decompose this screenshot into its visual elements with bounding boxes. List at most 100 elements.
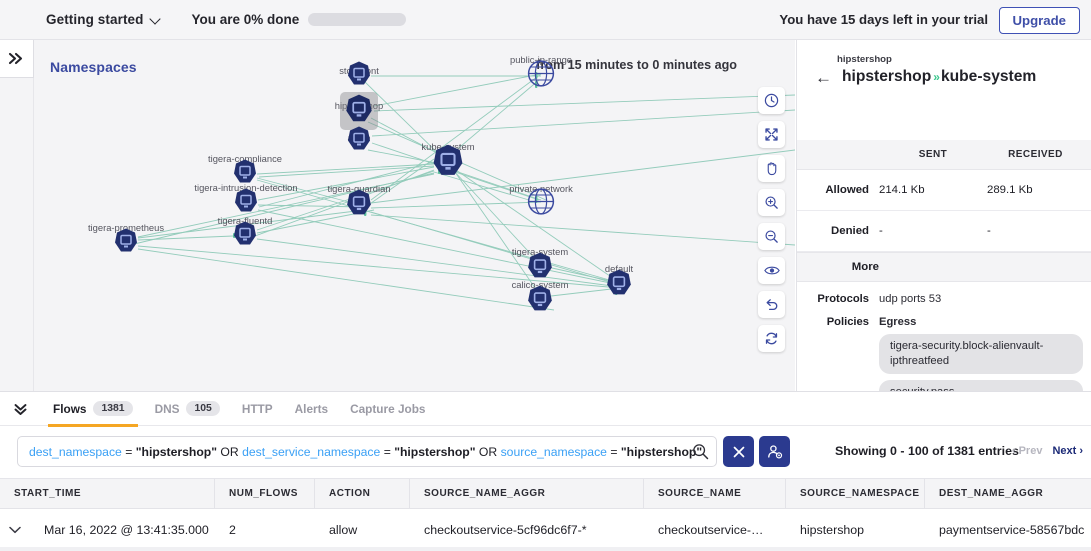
table-header-row: START_TIME NUM_FLOWS ACTION SOURCE_NAME_… [0, 478, 1091, 509]
clear-filter-button[interactable] [723, 436, 754, 467]
prev-page-button[interactable]: ‹ Prev [1011, 445, 1043, 457]
column-header-start-time[interactable]: START_TIME [0, 479, 215, 508]
cell-action: allow [329, 522, 358, 537]
policy-chip-list: tigera-security.block-alienvault-ipthrea… [879, 328, 1091, 391]
column-header-source-name-aggr[interactable]: SOURCE_NAME_AGGR [410, 479, 644, 508]
column-header-source-name[interactable]: SOURCE_NAME [644, 479, 786, 508]
graph-node-tigera-prometheus[interactable] [114, 228, 138, 259]
upgrade-button[interactable]: Upgrade [998, 7, 1080, 34]
bottom-tabs: Flows 1381 DNS 105 HTTP Alerts Capture J… [0, 392, 1091, 427]
detail-subtitle: hipstershop [837, 54, 892, 65]
flow-direction-icon: » [933, 70, 940, 84]
more-section-header[interactable]: More [797, 252, 1091, 282]
query-token: = [380, 444, 395, 459]
graph-node-storefront[interactable] [347, 61, 371, 92]
tab-dns-badge: 105 [186, 401, 220, 416]
clock-icon[interactable] [758, 87, 785, 114]
detail-source: hipstershop [842, 68, 932, 85]
cell-dest-name-aggr: paymentservice-58567bdc [939, 522, 1085, 537]
tab-http[interactable]: HTTP [231, 392, 284, 426]
chevron-down-icon [151, 14, 162, 25]
column-header-dest-name-aggr[interactable]: DEST_NAME_AGGR [939, 488, 1044, 499]
more-label: More [851, 261, 879, 273]
policies-direction: Egress [879, 316, 917, 328]
zoom-in-icon[interactable] [758, 189, 785, 216]
flows-table: START_TIME NUM_FLOWS ACTION SOURCE_NAME_… [0, 478, 1091, 551]
policy-chip[interactable]: security.pass [879, 380, 1083, 391]
tab-flows-badge: 1381 [93, 401, 133, 416]
getting-started-dropdown[interactable]: Getting started [46, 12, 162, 27]
top-bar: Getting started You are 0% done You have… [0, 0, 1091, 40]
stats-allowed-received: 289.1 Kb [987, 184, 1033, 196]
eye-icon[interactable] [758, 257, 785, 284]
column-header-source-namespace[interactable]: SOURCE_NAMESPACE [786, 479, 925, 508]
tab-dns[interactable]: DNS 105 [144, 392, 231, 426]
double-chevron-right-icon [8, 52, 23, 65]
cell-source-name-aggr: checkoutservice-5cf96dc6f7-* [424, 522, 587, 537]
tab-capture-jobs-label: Capture Jobs [350, 401, 426, 416]
protocols-row: Protocols udp ports 53 [797, 282, 1091, 305]
stats-label-allowed: Allowed [825, 184, 869, 196]
hand-icon[interactable] [758, 155, 785, 182]
graph-node-kube-system[interactable] [432, 144, 464, 183]
query-text: dest_namespace = "hipstershop" OR dest_s… [29, 445, 702, 459]
tab-http-label: HTTP [241, 401, 273, 416]
getting-started-label: Getting started [46, 12, 144, 27]
bottom-panel: Flows 1381 DNS 105 HTTP Alerts Capture J… [0, 391, 1091, 551]
results-count: Showing 0 - 100 of 1381 entries [835, 444, 1019, 458]
column-header-action[interactable]: ACTION [315, 479, 410, 508]
policy-chip[interactable]: tigera-security.block-alienvault-ipthrea… [879, 334, 1083, 375]
refresh-icon[interactable] [758, 325, 785, 352]
graph-node-tigera-compliance[interactable] [233, 159, 257, 190]
stats-row-allowed: Allowed 214.1 Kb 289.1 Kb [797, 170, 1091, 211]
double-chevron-down-icon[interactable] [13, 402, 28, 415]
graph-node-default[interactable] [606, 269, 632, 302]
service-graph-panel[interactable]: Namespaces from 15 minutes to 0 minutes … [34, 40, 795, 391]
graph-node-private-network[interactable] [527, 188, 555, 221]
graph-node-public-ip-range[interactable] [527, 60, 555, 93]
stats-header-row: SENT RECEIVED [797, 140, 1091, 170]
column-header-num-flows[interactable]: NUM_FLOWS [215, 479, 315, 508]
query-token: "hipstershop" [135, 444, 218, 459]
stats-row-denied: Denied - - [797, 211, 1091, 252]
graph-node-tigera-fluentd[interactable] [233, 221, 257, 252]
row-expand-chevron-down-icon[interactable] [0, 526, 30, 534]
stats-header-sent: SENT [918, 149, 948, 160]
undo-icon[interactable] [758, 291, 785, 318]
traffic-stats-table: SENT RECEIVED Allowed 214.1 Kb 289.1 Kb … [797, 140, 1091, 391]
cell-num-flows: 2 [229, 522, 236, 537]
horizontal-scrollbar[interactable] [0, 547, 1091, 551]
graph-node-tigera-intrusion-detection[interactable] [234, 188, 258, 219]
tab-dns-label: DNS [154, 401, 180, 416]
graph-title: Namespaces [50, 59, 137, 75]
graph-node-calico-system[interactable] [527, 285, 553, 318]
tab-capture-jobs[interactable]: Capture Jobs [339, 392, 436, 426]
zoom-out-icon[interactable] [758, 223, 785, 250]
pagination: ‹ Prev Next › [1012, 445, 1083, 457]
graph-node-hipstershop[interactable] [345, 94, 373, 129]
stats-denied-received: - [987, 225, 991, 237]
search-icon[interactable] [692, 443, 709, 465]
search-input[interactable]: dest_namespace = "hipstershop" OR dest_s… [17, 436, 717, 467]
progress-text: You are 0% done [191, 12, 300, 27]
table-row[interactable]: Mar 16, 2022 @ 13:41:35.000 2 allow chec… [0, 509, 1091, 551]
stats-allowed-sent: 214.1 Kb [879, 184, 925, 196]
next-page-button[interactable]: Next › [1052, 445, 1083, 457]
graph-node-acme[interactable] [347, 126, 371, 157]
sidebar-expand-button[interactable] [0, 40, 34, 78]
query-token: = [121, 444, 136, 459]
graph-node-tigera-system[interactable] [527, 252, 553, 285]
expand-icon[interactable] [758, 121, 785, 148]
query-token: "hipstershop" [620, 444, 703, 459]
stats-label-denied: Denied [831, 225, 869, 237]
tab-alerts-label: Alerts [294, 401, 329, 416]
tab-flows[interactable]: Flows 1381 [42, 392, 144, 427]
back-arrow-icon[interactable]: ← [815, 67, 832, 87]
graph-node-tigera-guardian[interactable] [346, 189, 372, 222]
stats-header-received: RECEIVED [1008, 149, 1063, 160]
graph-time-range: from 15 minutes to 0 minutes ago [536, 58, 737, 72]
query-token: dest_service_namespace [242, 444, 381, 459]
user-settings-button[interactable] [759, 436, 790, 467]
tab-alerts[interactable]: Alerts [284, 392, 339, 426]
